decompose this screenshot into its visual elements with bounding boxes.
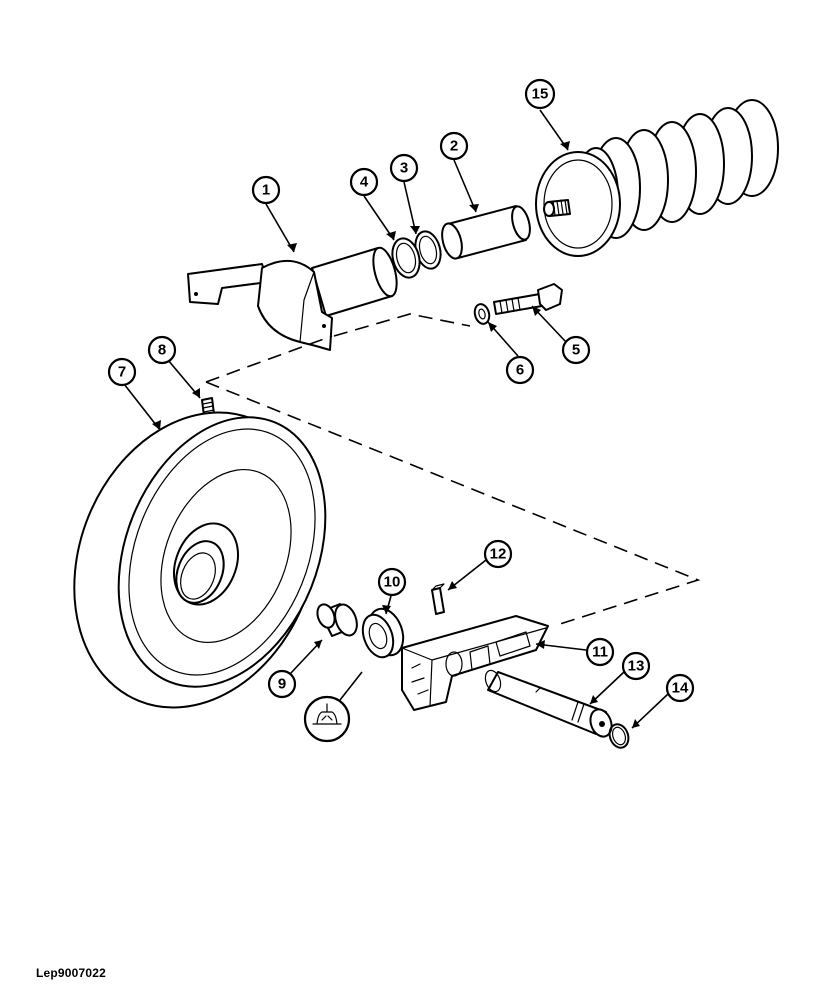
svg-text:10: 10 <box>384 574 401 591</box>
pin-part-13 <box>484 669 613 738</box>
callout-8: 8 <box>147 335 177 365</box>
o-ring-part-14 <box>608 723 630 749</box>
svg-text:1: 1 <box>262 182 270 199</box>
svg-text:6: 6 <box>516 362 524 379</box>
svg-text:3: 3 <box>400 160 408 177</box>
svg-text:8: 8 <box>158 342 166 359</box>
svg-text:7: 7 <box>118 364 126 381</box>
key-part-12 <box>431 583 445 615</box>
svg-text:9: 9 <box>278 676 286 693</box>
callout-3: 3 <box>389 153 419 183</box>
bolt-part-5 <box>493 283 563 315</box>
callout-9: 9 <box>267 669 297 699</box>
callout-4: 4 <box>349 167 379 197</box>
tube-part-2 <box>441 205 531 260</box>
seal-part-10 <box>361 607 405 659</box>
idler-wheel-part-7 <box>73 411 327 709</box>
callout-10: 10 <box>377 567 407 597</box>
ring-part-4 <box>391 237 421 279</box>
leader-lines <box>123 109 669 729</box>
washer-part-6 <box>473 303 491 325</box>
svg-text:4: 4 <box>360 174 369 191</box>
callout-11: 11 <box>585 637 615 667</box>
callout-12: 12 <box>483 539 513 569</box>
callout-14: 14 <box>665 673 695 703</box>
svg-text:12: 12 <box>490 546 507 563</box>
callout-15: 15 <box>524 78 556 110</box>
callout-6: 6 <box>505 355 535 385</box>
bracket-block-part-11 <box>401 615 549 711</box>
callout-1: 1 <box>251 175 281 205</box>
callout-5: 5 <box>561 335 591 365</box>
svg-text:15: 15 <box>532 86 549 103</box>
reference-code: Lep9007022 <box>36 966 107 980</box>
svg-text:11: 11 <box>592 644 608 661</box>
recoil-spring-part-15 <box>535 99 779 257</box>
assembly-path-line <box>205 313 701 625</box>
svg-text:2: 2 <box>450 138 458 155</box>
callout-7: 7 <box>107 357 137 387</box>
callout-13: 13 <box>621 651 651 681</box>
sealant-symbol-icon <box>303 695 351 743</box>
svg-text:13: 13 <box>628 658 645 675</box>
svg-text:14: 14 <box>672 680 689 697</box>
svg-text:5: 5 <box>572 342 580 359</box>
callout-2: 2 <box>439 131 469 161</box>
bushing-part-9 <box>316 603 358 637</box>
bracket-part-1 <box>187 246 398 351</box>
